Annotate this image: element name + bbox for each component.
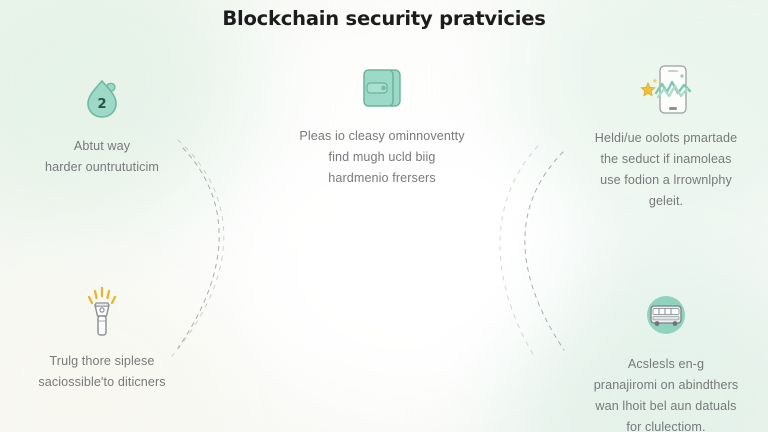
phone-chart-line-back (654, 80, 692, 95)
block-text-top-right: Heldi/ue oolots pmartade the seduct if i… (594, 131, 738, 208)
block-text-bottom-right: Acslesls en-g pranajiromi on abindthers … (593, 357, 739, 432)
droplet-badge-icon: 2 (4, 70, 200, 126)
bus-window-dividers (658, 308, 672, 315)
server-bus-circle-icon (566, 288, 766, 344)
sparkle-star-small (652, 78, 658, 83)
left-arc-outer (171, 139, 225, 357)
sparkle-dot (680, 74, 684, 78)
wallet-clasp (381, 85, 386, 91)
droplet-body (87, 79, 117, 118)
content-block-top-left: 2 Abtut way harder ountrututicim (4, 70, 200, 178)
right-arc-outer (499, 145, 539, 357)
phone-speaker (668, 70, 678, 72)
content-block-bottom-left: Trulg thore siplese saciossible'to ditic… (6, 285, 198, 393)
droplet-badge-number: 2 (97, 97, 106, 112)
notebook-wallet-icon (282, 60, 482, 116)
phone-home-button (669, 107, 677, 110)
phone-chart-sparkle-icon (566, 62, 766, 118)
flashlight-handle (97, 315, 107, 336)
flashlight-icon (6, 285, 198, 341)
bus-wheel-right (672, 321, 678, 326)
wallet-card-slot (366, 82, 388, 94)
content-block-top-middle: Pleas io cleasy ominnoventty find mugh u… (282, 60, 482, 189)
block-text-bottom-left: Trulg thore siplese saciossible'to ditic… (38, 354, 166, 389)
content-block-bottom-right: Acslesls en-g pranajiromi on abindthers … (566, 288, 766, 432)
flashlight-rays (87, 286, 117, 305)
bus-windows (652, 308, 680, 315)
bus-panel (652, 316, 680, 321)
bus-wheel-left (654, 321, 660, 326)
sparkle-star (640, 81, 656, 97)
flashlight-lens (94, 302, 110, 307)
flashlight-bulb (99, 307, 105, 313)
block-text-top-left: Abtut way harder ountrututicim (45, 139, 159, 174)
block-text-top-middle: Pleas io cleasy ominnoventty find mugh u… (299, 129, 465, 185)
left-arc-inner (177, 147, 220, 349)
content-block-top-right: Heldi/ue oolots pmartade the seduct if i… (566, 62, 766, 212)
page-title: Blockchain security pratvicies (222, 7, 546, 30)
right-arc-inner (524, 151, 565, 351)
phone-chart-line-front (656, 84, 689, 99)
